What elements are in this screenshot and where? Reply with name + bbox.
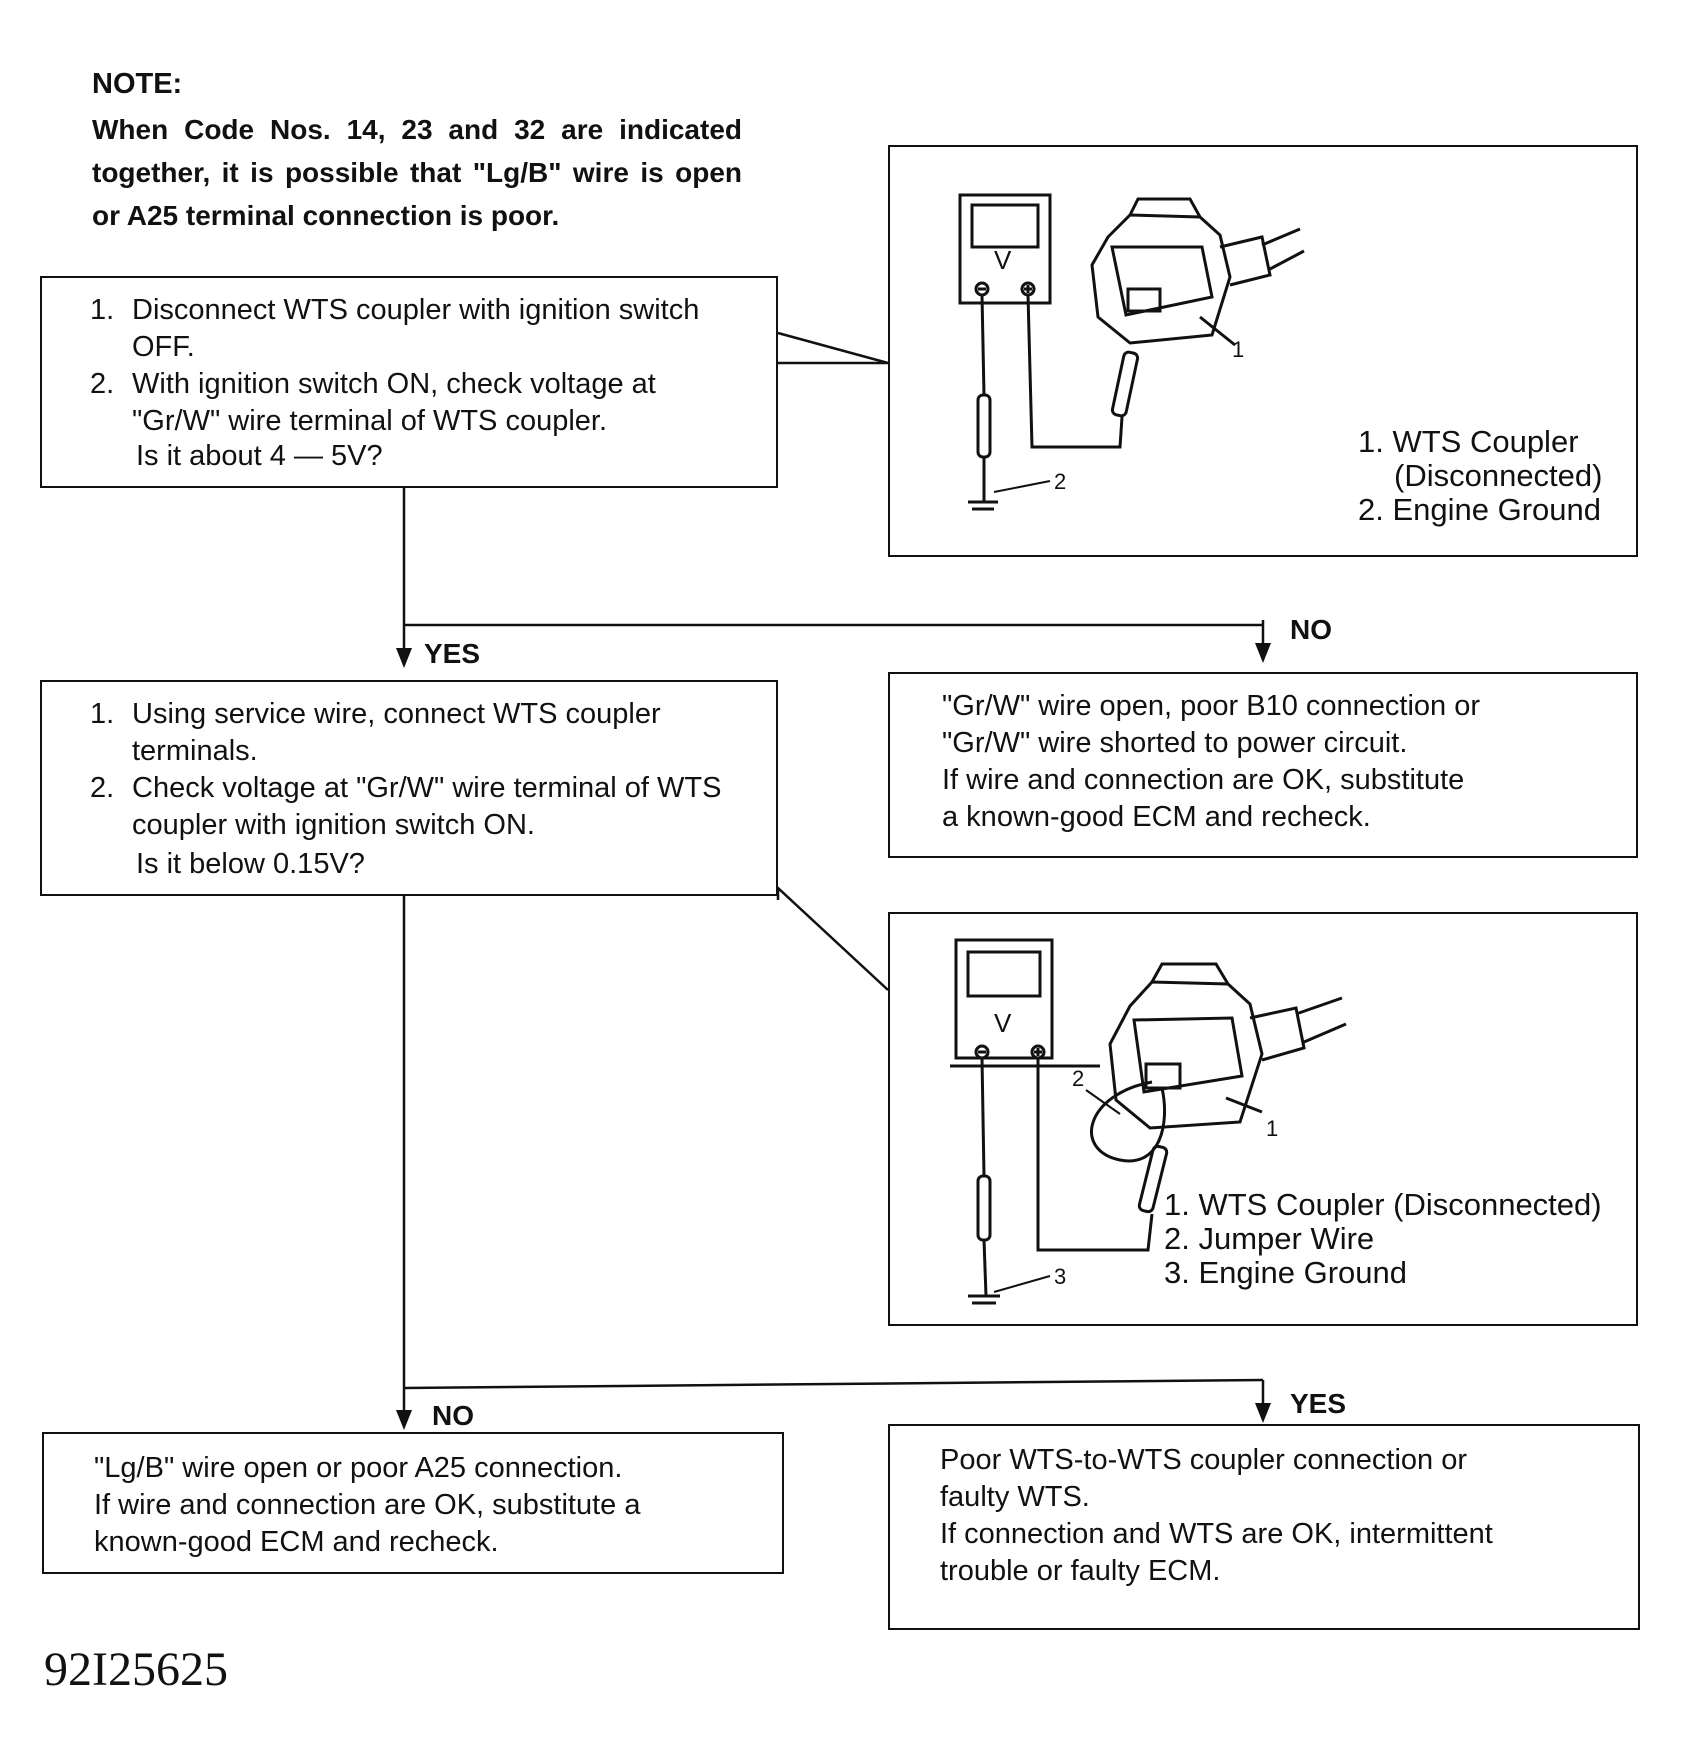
step1-item-num: 2. bbox=[90, 368, 115, 400]
arrow-no-2 bbox=[396, 1410, 412, 1430]
result-line: If connection and WTS are OK, intermitte… bbox=[940, 1518, 1493, 1550]
step1-list: 1. Disconnect WTS coupler with ignition s… bbox=[90, 292, 730, 440]
step2-item-text: Using service wire, connect WTS coupler … bbox=[132, 698, 661, 767]
figure1-legend: 1. WTS Coupler (Disconnected) 2. Engine … bbox=[1358, 425, 1602, 527]
figure2-illustration: V 1 2 3 bbox=[950, 938, 1347, 1305]
step1-item-text: Disconnect WTS coupler with ignition swi… bbox=[132, 294, 700, 363]
result2-no-text: "Lg/B" wire open or poor A25 connection.… bbox=[94, 1450, 754, 1561]
voltmeter-body bbox=[954, 938, 1054, 1060]
jumper-wire bbox=[1090, 1080, 1166, 1163]
probe-negative bbox=[976, 1174, 992, 1242]
callout-2: 2 bbox=[1054, 469, 1066, 494]
negative-lead bbox=[980, 1057, 986, 1177]
arrow-no-1 bbox=[1255, 643, 1271, 663]
note-title: NOTE: bbox=[92, 68, 183, 100]
callout-2: 2 bbox=[1072, 1066, 1084, 1091]
meter-label: V bbox=[994, 1008, 1012, 1038]
legend-item: 2. Jumper Wire bbox=[1164, 1221, 1375, 1256]
legend-item: 1. WTS Coupler (Disconnected) bbox=[1164, 1187, 1602, 1222]
legend-item: (Disconnected) bbox=[1394, 458, 1603, 493]
result-line: faulty WTS. bbox=[940, 1481, 1090, 1513]
step2-item: 2. Check voltage at "Gr/W" wire terminal … bbox=[90, 770, 730, 844]
callout-pointer-2 bbox=[748, 885, 889, 991]
step2-item-num: 1. bbox=[90, 698, 115, 730]
result-line: "Lg/B" wire open or poor A25 connection. bbox=[94, 1452, 623, 1484]
voltmeter-display bbox=[966, 950, 1042, 998]
step2-box: 1. Using service wire, connect WTS couple… bbox=[40, 680, 778, 896]
result-line: "Gr/W" wire shorted to power circuit. bbox=[942, 727, 1408, 759]
branch1-no-label: NO bbox=[1290, 614, 1332, 645]
result-line: Poor WTS-to-WTS coupler connection or bbox=[940, 1444, 1468, 1476]
callout-3: 3 bbox=[1054, 1264, 1066, 1289]
result-line: "Gr/W" wire open, poor B10 connection or bbox=[942, 690, 1481, 722]
step2-list: 1. Using service wire, connect WTS couple… bbox=[90, 696, 730, 844]
probe-negative bbox=[976, 393, 992, 459]
arrow-yes-2 bbox=[1255, 1403, 1271, 1423]
wts-coupler bbox=[1090, 213, 1232, 345]
result-line: If wire and connection are OK, substitut… bbox=[942, 764, 1465, 796]
step1-box: 1. Disconnect WTS coupler with ignition s… bbox=[40, 276, 778, 488]
flow-line-2-split bbox=[403, 1378, 1264, 1390]
positive-lead bbox=[1026, 294, 1124, 449]
result2-no-box: "Lg/B" wire open or poor A25 connection.… bbox=[42, 1432, 784, 1574]
negative-lead bbox=[980, 294, 986, 396]
result-line: known-good ECM and recheck. bbox=[94, 1526, 499, 1558]
step1-item: 2. With ignition switch ON, check voltage… bbox=[90, 366, 730, 440]
voltmeter-display bbox=[970, 203, 1040, 249]
callout-1: 1 bbox=[1266, 1116, 1278, 1141]
arrow-yes-1 bbox=[396, 648, 412, 668]
figure1-box: V 1 2 1. WTS Coupler (Disconnected) 2. E… bbox=[888, 145, 1638, 557]
step1-question: Is it about 4 — 5V? bbox=[136, 440, 383, 472]
step2-item-num: 2. bbox=[90, 772, 115, 804]
step2-question: Is it below 0.15V? bbox=[136, 848, 365, 880]
result-line: trouble or faulty ECM. bbox=[940, 1555, 1221, 1587]
step1-item-num: 1. bbox=[90, 294, 115, 326]
note-text: When Code Nos. 14, 23 and 32 are indicat… bbox=[92, 114, 742, 231]
step2-item-text: Check voltage at "Gr/W" wire terminal of… bbox=[132, 772, 722, 841]
branch2-yes-label: YES bbox=[1290, 1388, 1347, 1419]
branch1-yes-label: YES bbox=[424, 638, 481, 669]
probe-positive bbox=[1137, 1144, 1169, 1214]
probe-positive bbox=[1110, 350, 1140, 418]
step1-item: 1. Disconnect WTS coupler with ignition s… bbox=[90, 292, 730, 366]
step1-item-text: With ignition switch ON, check voltage a… bbox=[132, 368, 656, 437]
voltmeter-body bbox=[958, 193, 1052, 305]
callout-pointer-1 bbox=[777, 331, 889, 365]
figure1-illustration: V 1 2 bbox=[958, 193, 1305, 511]
branch2-no-label: NO bbox=[432, 1400, 474, 1431]
result-line: a known-good ECM and recheck. bbox=[942, 801, 1371, 833]
meter-label: V bbox=[994, 245, 1012, 275]
result1-no-text: "Gr/W" wire open, poor B10 connection or… bbox=[942, 688, 1602, 836]
step2-item: 1. Using service wire, connect WTS couple… bbox=[90, 696, 730, 770]
legend-item: 2. Engine Ground bbox=[1358, 492, 1602, 527]
result1-no-box: "Gr/W" wire open, poor B10 connection or… bbox=[888, 672, 1638, 858]
figure2-box: V 1 2 3 1. WTS Coupler (Disconnected) 2.… bbox=[888, 912, 1638, 1326]
figure-id: 92I25625 bbox=[44, 1643, 228, 1696]
legend-item: 1. WTS Coupler bbox=[1358, 424, 1579, 459]
result2-yes-text: Poor WTS-to-WTS coupler connection or fa… bbox=[940, 1442, 1610, 1590]
positive-lead bbox=[1036, 1058, 1154, 1252]
legend-item: 3. Engine Ground bbox=[1164, 1255, 1408, 1290]
wts-coupler bbox=[1108, 980, 1264, 1130]
callout-1: 1 bbox=[1232, 337, 1244, 362]
figure2-legend: 1. WTS Coupler (Disconnected) 2. Jumper … bbox=[1164, 1188, 1602, 1290]
result-line: If wire and connection are OK, substitut… bbox=[94, 1489, 641, 1521]
result2-yes-box: Poor WTS-to-WTS coupler connection or fa… bbox=[888, 1424, 1640, 1630]
